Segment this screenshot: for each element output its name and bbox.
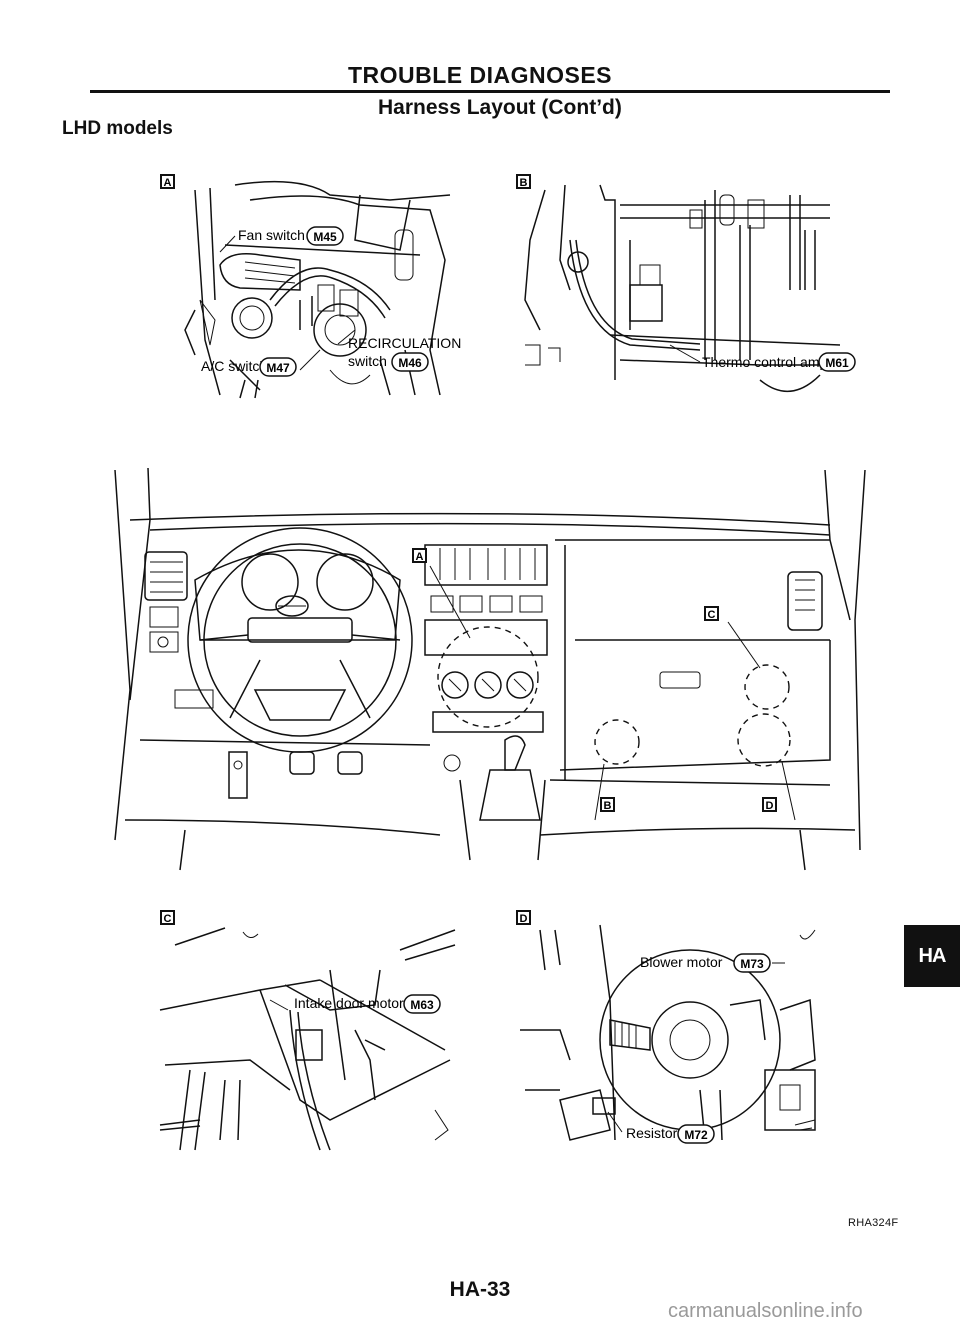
recirc-switch-label-1: RECIRCULATION bbox=[348, 335, 461, 351]
view-a-marker: A bbox=[164, 177, 172, 189]
page-subtitle: Harness Layout (Cont’d) bbox=[378, 96, 622, 119]
recirc-switch-label-2: switch bbox=[348, 353, 387, 369]
dash-marker-b: B bbox=[604, 800, 612, 812]
blower-motor-label: Blower motor bbox=[640, 954, 723, 970]
connector-m61: M61 bbox=[825, 356, 849, 370]
intake-motor-label: Intake door motor bbox=[294, 995, 404, 1011]
dashboard-overview: A C B D bbox=[114, 467, 866, 871]
site-watermark: carmanualsonline.info bbox=[668, 1300, 863, 1322]
view-c-panel: C Intake door motor M63 bbox=[159, 910, 456, 1151]
dash-marker-d: D bbox=[766, 800, 774, 812]
view-d-marker: D bbox=[520, 913, 528, 925]
connector-m63: M63 bbox=[410, 998, 434, 1012]
resistor-label: Resistor bbox=[626, 1125, 678, 1141]
dash-marker-c: C bbox=[708, 609, 716, 621]
view-d-panel: D Blower motor M73 Resistor M72 bbox=[516, 910, 816, 1144]
view-a-panel: A Fan switch M45 A/C switch M bbox=[160, 174, 461, 399]
figure-code: RHA324F bbox=[848, 1217, 899, 1229]
fan-switch-label: Fan switch bbox=[238, 227, 305, 243]
view-b-marker: B bbox=[520, 177, 528, 189]
page-title: TROUBLE DIAGNOSES bbox=[347, 62, 613, 88]
connector-m72: M72 bbox=[684, 1128, 708, 1142]
section-label: LHD models bbox=[62, 118, 173, 139]
connector-m73: M73 bbox=[740, 957, 764, 971]
view-c-marker: C bbox=[164, 913, 172, 925]
dash-marker-a: A bbox=[416, 551, 424, 563]
section-tab: HA bbox=[904, 925, 960, 987]
page-number: HA-33 bbox=[449, 1278, 511, 1301]
connector-m46: M46 bbox=[398, 356, 422, 370]
connector-m45: M45 bbox=[313, 230, 337, 244]
view-b-panel: B Thermo control amp. M61 bbox=[516, 174, 856, 393]
title-rule bbox=[90, 90, 890, 93]
ac-switch-label: A/C switch bbox=[201, 358, 267, 374]
thermo-amp-label: Thermo control amp. bbox=[702, 354, 831, 370]
connector-m47: M47 bbox=[266, 361, 290, 375]
